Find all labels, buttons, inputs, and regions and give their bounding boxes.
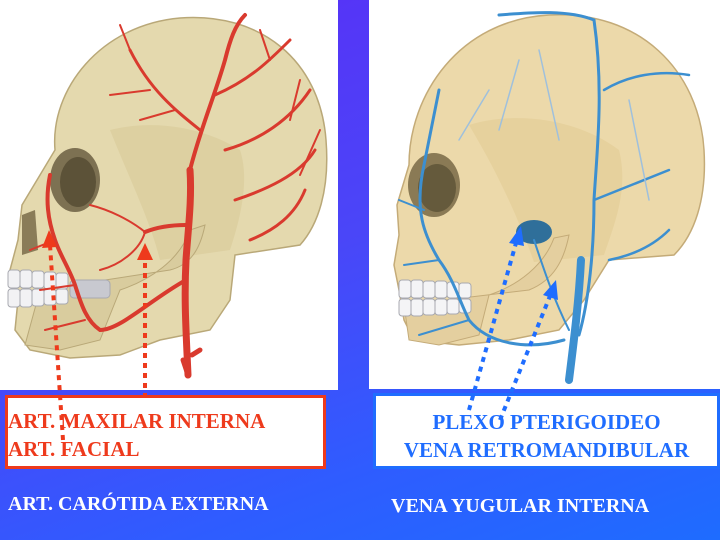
- caption-vena-yugular-interna: VENA YUGULAR INTERNA: [391, 495, 650, 517]
- label-vena-retromandibular: VENA RETROMANDIBULAR: [403, 438, 690, 462]
- artery-labels-box: ART. MAXILAR INTERNA ART. FACIAL: [5, 395, 326, 469]
- skull-veins-illustration: [393, 11, 706, 384]
- caption-carotida-externa: ART. CARÓTIDA EXTERNA: [8, 493, 269, 515]
- vein-illustration-panel: [369, 0, 720, 389]
- label-maxilar-interna: ART. MAXILAR INTERNA: [8, 409, 266, 433]
- skull-arteries-illustration: [7, 13, 328, 379]
- artery-illustration-panel: [0, 0, 338, 390]
- label-facial: ART. FACIAL: [8, 437, 140, 461]
- label-plexo-pterigoideo: PLEXO PTERIGOIDEO: [432, 410, 661, 434]
- vein-labels-box: PLEXO PTERIGOIDEO VENA RETROMANDIBULAR: [373, 393, 720, 469]
